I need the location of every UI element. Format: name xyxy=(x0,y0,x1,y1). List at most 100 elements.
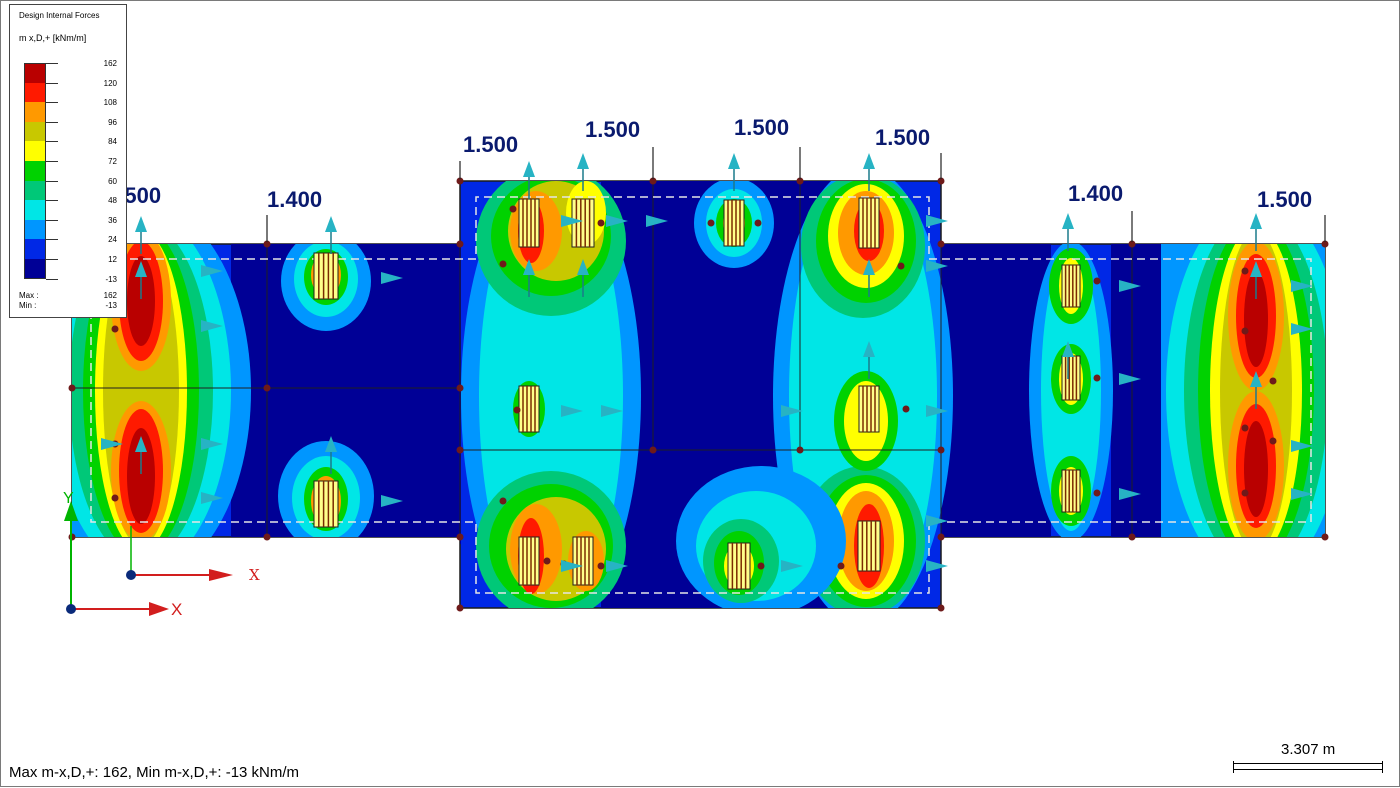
local-origin-icon xyxy=(126,570,136,580)
node-point xyxy=(263,240,271,248)
legend-value: 84 xyxy=(108,137,117,147)
dashed-lines xyxy=(90,196,1312,594)
arrow-right-icon xyxy=(1119,280,1141,292)
local-x-axis-label: X xyxy=(249,566,260,584)
node-point xyxy=(263,533,271,541)
arrow-up-icon xyxy=(523,259,535,297)
column-support xyxy=(727,542,751,590)
node-point xyxy=(456,533,464,541)
arrow-up-icon xyxy=(325,436,337,474)
legend-swatch xyxy=(24,239,46,259)
column-support xyxy=(518,536,540,586)
arrow-up-icon xyxy=(1062,341,1074,379)
legend-unit: m x,D,+ [kNm/m] xyxy=(19,33,87,43)
node-point xyxy=(754,219,762,227)
arrow-right-icon xyxy=(201,265,223,277)
dimension-label: 1.500 xyxy=(585,117,640,142)
node-point xyxy=(649,177,657,185)
legend-color-scale xyxy=(24,63,46,279)
dimension-label: 1.500 xyxy=(1257,187,1312,212)
node-point xyxy=(513,406,521,414)
node-point xyxy=(1241,327,1249,335)
legend-max-value: 162 xyxy=(103,291,117,300)
node-point xyxy=(499,497,507,505)
node-point xyxy=(902,405,910,413)
arrow-right-icon xyxy=(926,405,948,417)
node-point xyxy=(499,260,507,268)
status-summary: Max m-x,D,+: 162, Min m-x,D,+: -13 kNm/m xyxy=(9,764,300,781)
node-point xyxy=(757,562,765,570)
node-point xyxy=(456,604,464,612)
legend-swatch xyxy=(24,258,46,279)
legend-tick xyxy=(46,121,58,123)
legend-tick xyxy=(46,259,58,260)
column-support xyxy=(518,198,540,248)
node-point xyxy=(509,205,517,213)
node-point xyxy=(1128,533,1136,541)
legend-tick xyxy=(46,239,58,241)
arrow-right-icon xyxy=(381,495,403,507)
arrow-right-icon xyxy=(201,438,223,450)
arrow-right-icon xyxy=(601,405,623,417)
legend-min-value: -13 xyxy=(105,301,117,310)
column-supports xyxy=(313,197,1081,590)
column-support xyxy=(313,480,339,528)
node-point xyxy=(543,557,551,565)
arrow-right-icon xyxy=(926,515,948,527)
node-point xyxy=(937,533,945,541)
node-point xyxy=(707,219,715,227)
node-point xyxy=(68,384,76,392)
column-support xyxy=(518,385,540,433)
legend-value: 72 xyxy=(108,157,117,166)
arrow-right-icon xyxy=(561,215,583,227)
column-support xyxy=(313,252,339,300)
arrow-right-icon xyxy=(561,560,583,572)
legend-tick xyxy=(46,82,58,84)
legend-swatch xyxy=(24,141,46,161)
node-point xyxy=(1128,240,1136,248)
legend-swatch xyxy=(24,160,46,181)
legend-min-label: Min : xyxy=(19,301,37,310)
arrow-right-icon xyxy=(381,272,403,284)
node-point xyxy=(937,240,945,248)
legend-tick xyxy=(46,141,58,143)
legend-swatch xyxy=(24,82,46,103)
arrow-up-icon xyxy=(577,153,589,191)
arrow-up-icon xyxy=(1250,371,1262,409)
node-point xyxy=(1093,489,1101,497)
arrow-up-icon xyxy=(577,259,589,297)
legend-value: 108 xyxy=(103,98,117,108)
node-point xyxy=(1269,377,1277,385)
legend-value: 12 xyxy=(108,255,117,264)
node-point xyxy=(897,262,905,270)
arrow-right-icon xyxy=(606,215,628,227)
arrow-up-icon xyxy=(1062,213,1074,251)
node-point xyxy=(111,325,119,333)
column-support xyxy=(858,385,880,433)
arrow-right-icon xyxy=(1291,440,1313,452)
contour-plot xyxy=(72,181,1325,608)
legend-swatch xyxy=(24,200,46,220)
legend-tick xyxy=(46,161,58,162)
arrow-up-icon xyxy=(1250,261,1262,299)
legend-value: -13 xyxy=(105,274,117,284)
arrow-right-icon xyxy=(561,405,583,417)
arrow-up-icon xyxy=(135,436,147,474)
node-point xyxy=(1241,424,1249,432)
column-support xyxy=(858,197,880,249)
legend-max-label: Max : xyxy=(19,291,39,300)
arrow-right-icon xyxy=(781,560,803,572)
arrow-up-icon xyxy=(863,341,875,379)
column-support xyxy=(571,198,595,248)
legend-panel: Design Internal Forces m x,D,+ [kNm/m] 1… xyxy=(9,4,127,318)
node-points xyxy=(68,177,1329,612)
arrow-right-icon xyxy=(781,405,803,417)
arrow-right-icon xyxy=(201,320,223,332)
arrow-right-icon xyxy=(606,560,628,572)
legend-value: 24 xyxy=(108,235,117,245)
column-support xyxy=(723,199,745,247)
arrow-up-icon xyxy=(728,153,740,191)
arrow-right-icon xyxy=(101,438,123,450)
